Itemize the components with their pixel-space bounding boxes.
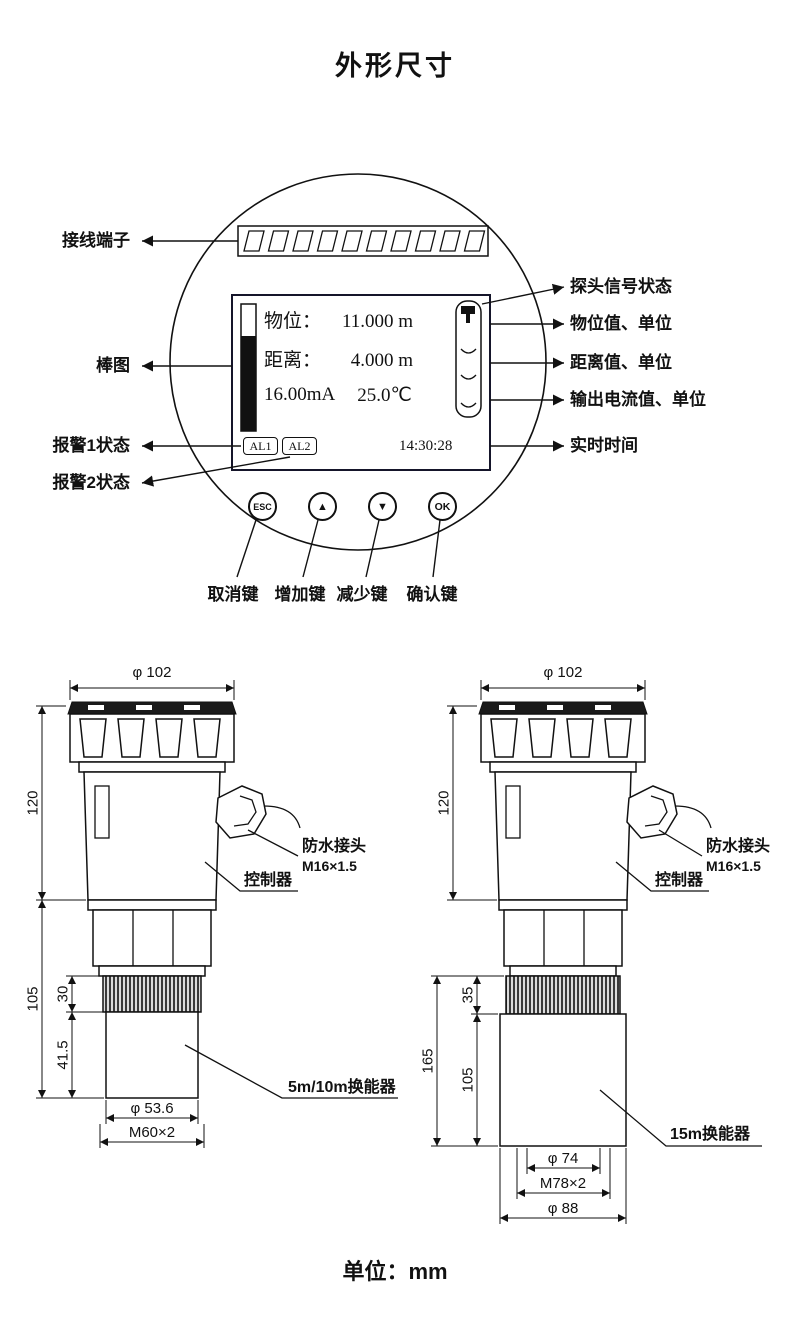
- left-gland-label: 防水接头: [302, 838, 367, 855]
- label-bargraph: 棒图: [96, 356, 130, 375]
- display-temperature-value: 25.0℃: [357, 385, 412, 406]
- right-dimension-lines: [431, 680, 646, 1224]
- display-time: 14:30:28: [399, 438, 453, 454]
- label-level-value: 物位值、单位: [570, 314, 672, 333]
- right-gland: [626, 785, 712, 839]
- right-controller-label: 控制器: [655, 872, 704, 889]
- right-leader-lines: [599, 829, 762, 1147]
- left-gland-thread-label: M16×1.5: [302, 858, 357, 874]
- right-transducer-body: [499, 1013, 627, 1147]
- display-level-value: 11.000 m: [341, 311, 414, 332]
- left-dim-top-diameter: φ 102: [132, 664, 172, 681]
- label-terminal-block: 接线端子: [62, 231, 130, 250]
- display-distance-value: 4.000 m: [350, 350, 414, 371]
- lcd-display: [231, 294, 491, 471]
- left-transducer-label: 5m/10m换能器: [288, 1079, 396, 1096]
- panel-callout-lines: [141, 235, 565, 578]
- up-button: ▲: [308, 492, 337, 521]
- left-leader-lines: [184, 829, 398, 1099]
- right-dim-ring-height: 35: [459, 986, 477, 1004]
- display-distance-line: 距离： 4.000 m: [264, 345, 413, 372]
- right-device-outline: [478, 701, 712, 1147]
- esc-button: ESC: [248, 492, 277, 521]
- right-dim-probe-height: 105: [459, 1067, 477, 1093]
- left-device-outline: [67, 701, 301, 1099]
- terminal-block: [237, 225, 489, 257]
- signal-indicator-icon: [455, 300, 482, 418]
- down-button: ▼: [368, 492, 397, 521]
- right-gland-label: 防水接头: [706, 838, 771, 855]
- left-dimension-lines: [36, 680, 235, 1148]
- left-dim-upper-height: 120: [24, 790, 42, 816]
- label-probe-signal: 探头信号状态: [570, 277, 672, 296]
- ok-button: OK: [428, 492, 457, 521]
- left-dim-thread: M60×2: [128, 1124, 176, 1141]
- right-transducer-label: 15m换能器: [670, 1126, 751, 1143]
- display-current-temp-line: 16.00mA 25.0℃: [264, 384, 412, 407]
- left-dim-probe-diameter: φ 53.6: [130, 1100, 174, 1117]
- page-title: 外形尺寸: [335, 51, 455, 81]
- caption-up-key: 增加键: [274, 585, 326, 604]
- alarm1-badge: AL1: [243, 437, 278, 455]
- left-gland: [215, 785, 301, 839]
- left-transducer-body: [105, 1011, 199, 1099]
- label-distance-value: 距离值、单位: [570, 353, 672, 372]
- right-dim-outer-diameter: φ 88: [547, 1200, 579, 1217]
- right-thread-ring: [505, 975, 621, 1015]
- caption-esc-key: 取消键: [207, 585, 259, 604]
- display-current-value: 16.00mA: [264, 384, 336, 405]
- right-dim-upper-height: 120: [435, 790, 453, 816]
- caption-ok-key: 确认键: [406, 585, 458, 604]
- label-alarm1-status: 报警1状态: [52, 436, 130, 455]
- alarm2-badge: AL2: [282, 437, 317, 455]
- display-level-label: 物位：: [264, 311, 322, 332]
- right-dim-thread: M78×2: [539, 1175, 587, 1192]
- right-dim-lower-height: 165: [419, 1048, 437, 1074]
- right-dim-top-diameter: φ 102: [543, 664, 583, 681]
- left-controller-label: 控制器: [244, 872, 293, 889]
- label-current-value: 输出电流值、单位: [570, 390, 706, 409]
- label-realtime: 实时时间: [570, 436, 638, 455]
- left-dim-ring-height: 30: [54, 985, 72, 1003]
- right-dim-probe-diameter: φ 74: [547, 1150, 579, 1167]
- right-gland-thread-label: M16×1.5: [706, 858, 761, 874]
- display-level-line: 物位： 11.000 m: [264, 306, 413, 333]
- left-dim-probe-height: 41.5: [54, 1040, 72, 1070]
- bargraph-fill: [241, 336, 256, 431]
- left-thread-ring: [102, 975, 202, 1013]
- left-dim-lower-height: 105: [24, 986, 42, 1012]
- label-alarm2-status: 报警2状态: [52, 473, 130, 492]
- display-distance-label: 距离：: [264, 350, 322, 371]
- caption-down-key: 减少键: [336, 585, 388, 604]
- unit-note: 单位：mm: [342, 1259, 448, 1284]
